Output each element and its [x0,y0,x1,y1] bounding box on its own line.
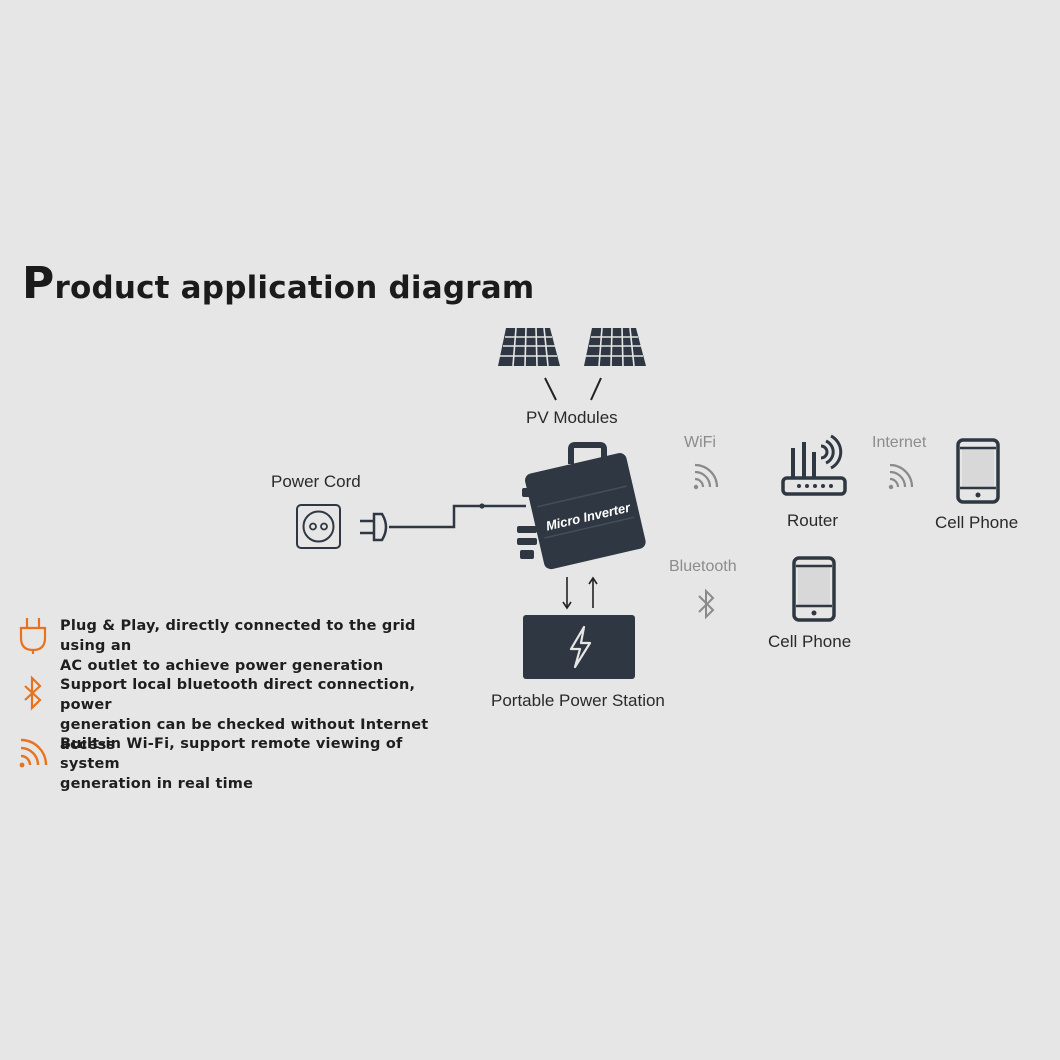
router-icon [781,434,847,496]
title-initial: P [22,258,55,309]
solar-panel-icon [584,327,646,367]
pv-modules-diagram [498,327,646,401]
power-cord-label: Power Cord [271,472,361,491]
bluetooth-label: Bluetooth [669,558,737,575]
feature-line: generation in real time [60,776,254,792]
bluetooth-icon [698,588,715,620]
plug-icon [19,618,47,654]
feature-line: AC outlet to achieve power generation [60,658,384,674]
feature-line: Support local bluetooth direct connectio… [60,677,416,713]
internet-label: Internet [872,434,927,451]
bidirectional-arrows [562,576,598,610]
pv-modules-label: PV Modules [526,408,618,427]
cell-phone-bottom-label: Cell Phone [768,632,852,651]
feature-line: Plug & Play, directly connected to the g… [60,618,416,654]
internet-signal-icon [888,463,914,490]
cell-phone-icon [792,556,836,622]
socket-icon [296,504,341,549]
portable-power-station-icon [523,615,635,679]
page-title: Product application diagram [22,258,534,309]
power-cord-diagram [296,503,526,549]
lightning-bolt-icon [569,625,592,669]
portable-power-station-label: Portable Power Station [491,691,665,710]
bluetooth-icon [24,675,42,711]
wifi-signal-icon [693,463,719,490]
cell-phone-top-label: Cell Phone [935,513,1019,532]
feature-line: Built-in Wi-Fi, support remote viewing o… [60,736,403,772]
cell-phone-icon [956,438,1000,504]
router-label: Router [787,511,839,530]
micro-inverter-device: Micro Inverter [517,442,646,570]
solar-panel-icon [498,327,560,367]
plug-icon [360,512,388,542]
feature-line: generation can be checked without Intern… [60,717,429,753]
title-rest: roduct application diagram [54,270,535,306]
wifi-icon [19,738,48,768]
wifi-label: WiFi [684,434,716,451]
